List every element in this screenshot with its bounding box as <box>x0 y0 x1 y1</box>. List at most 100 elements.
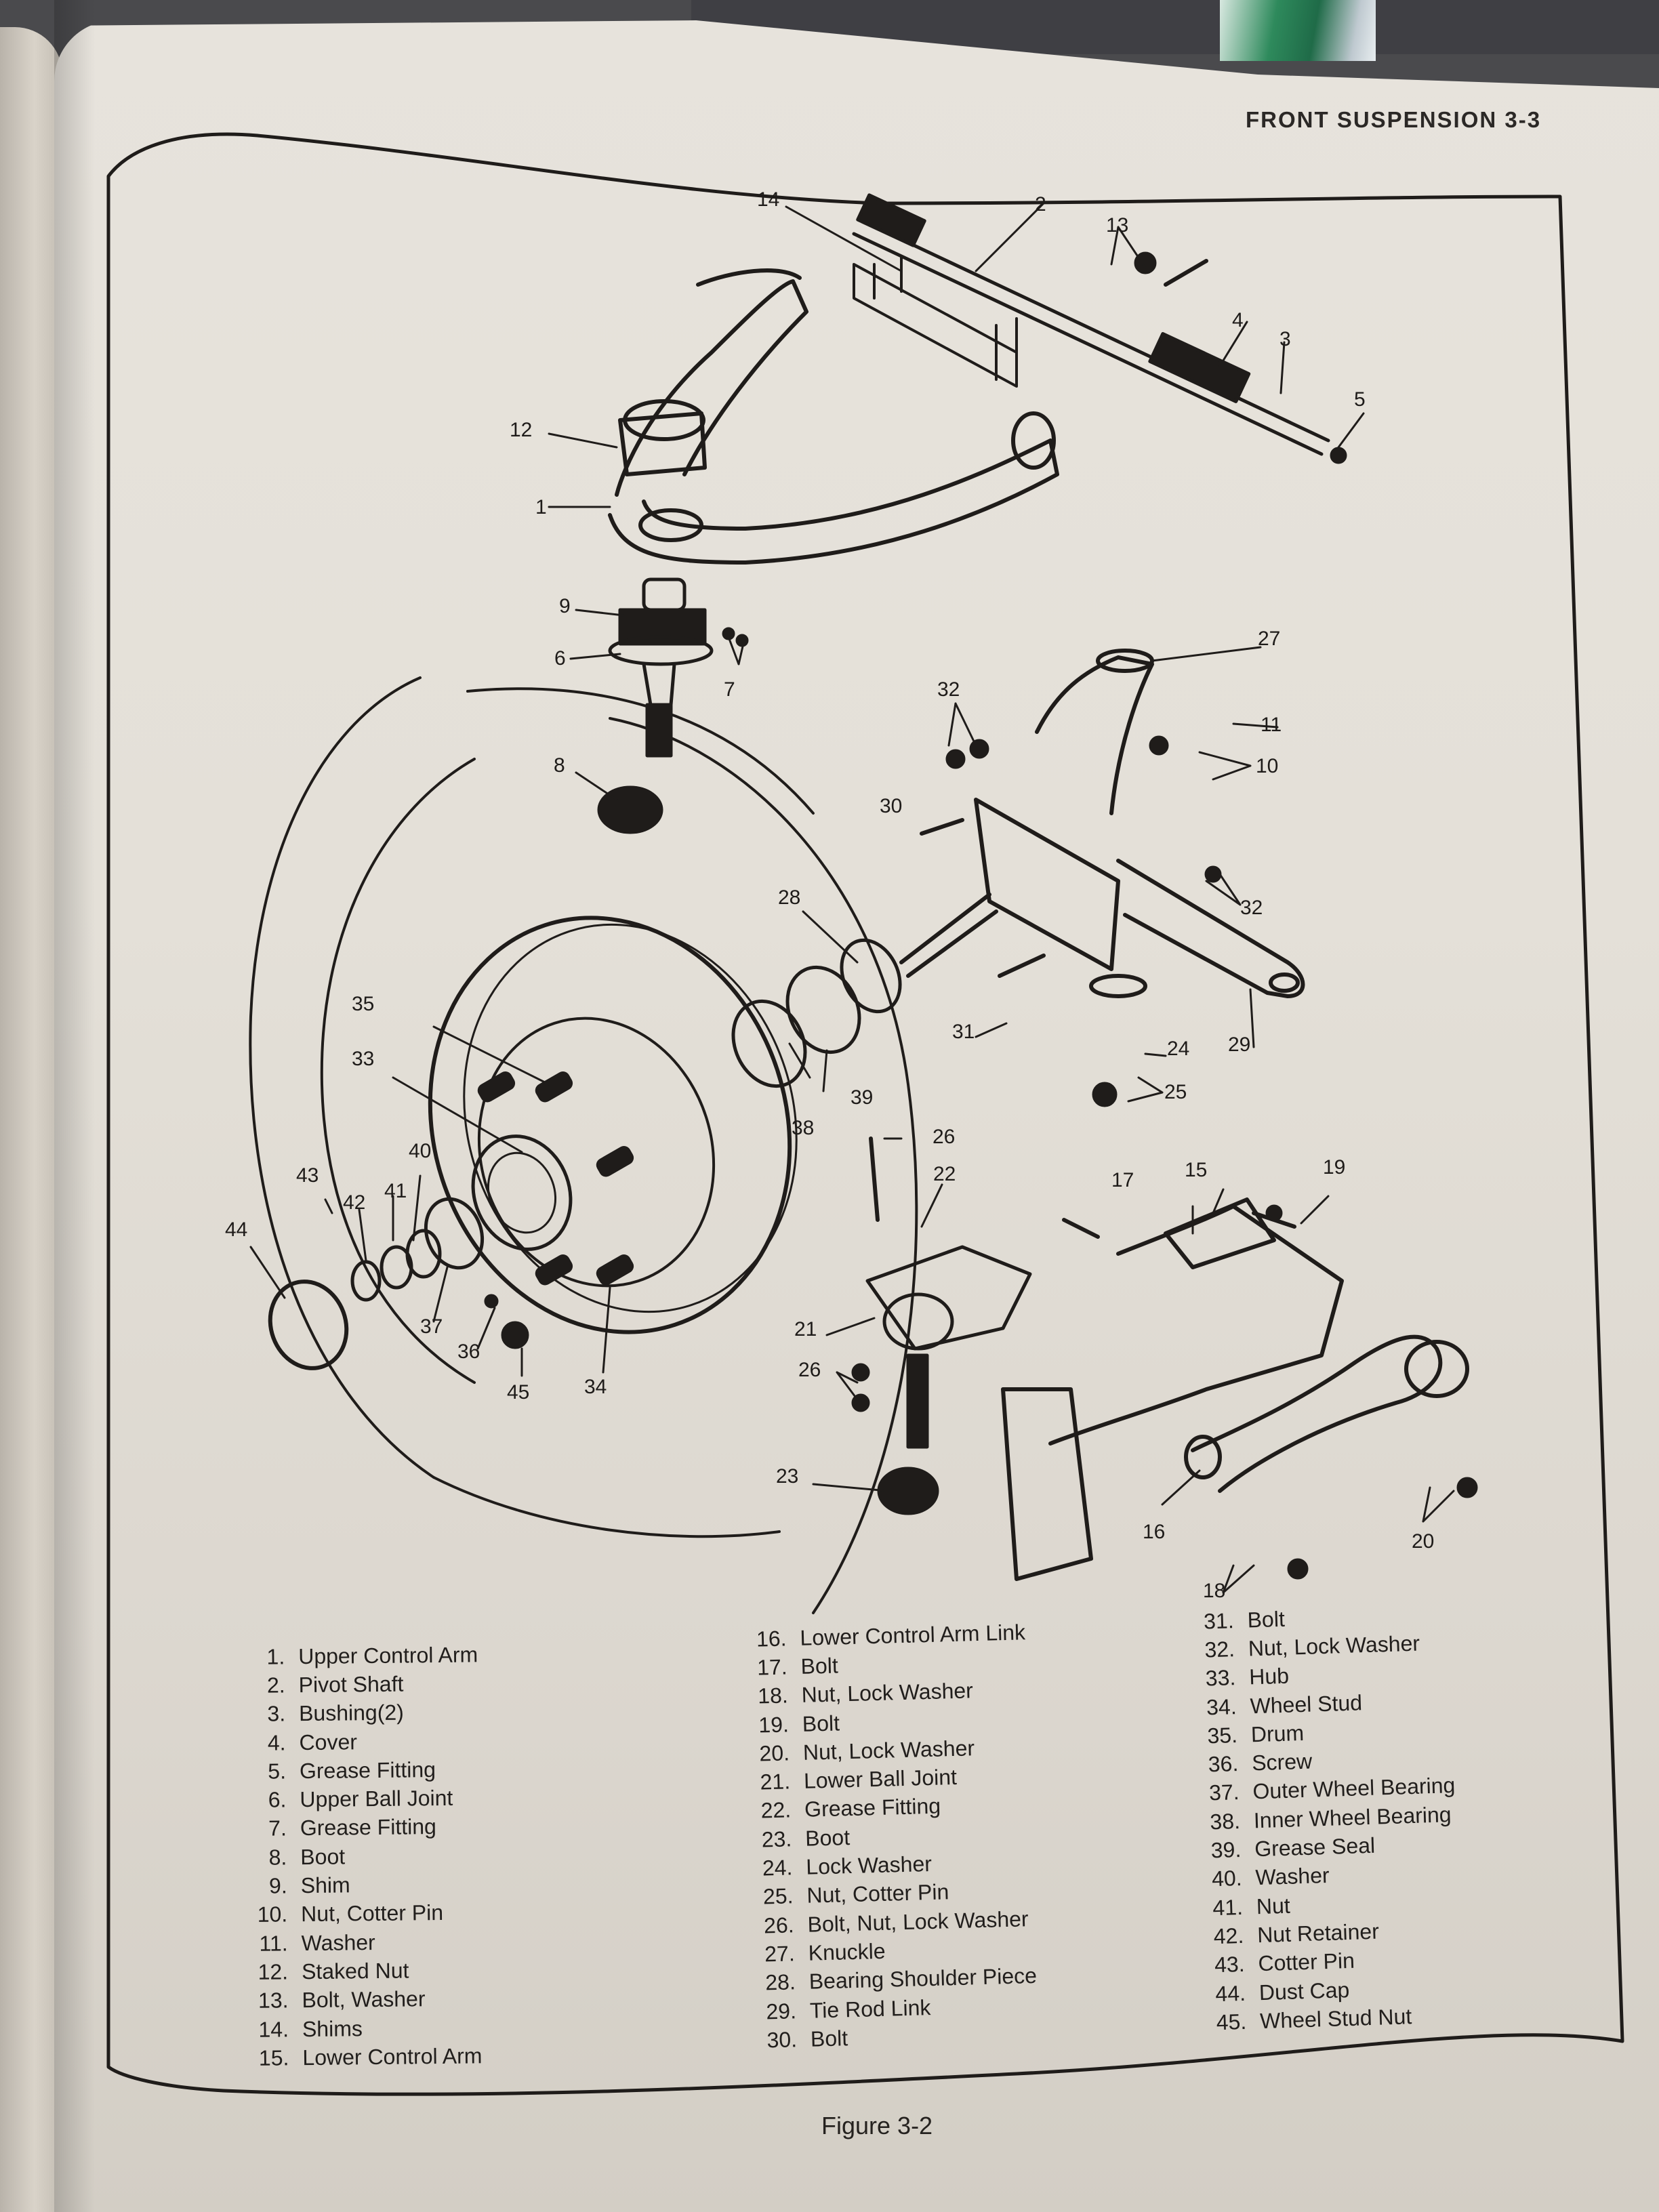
legend-label: Bearing Shoulder Piece <box>808 1963 1038 1994</box>
legend-number: 20. <box>759 1740 790 1766</box>
legend-item: 9.Shim <box>247 1870 480 1901</box>
legend-label: Knuckle <box>808 1938 886 1965</box>
legend-label: Boot <box>300 1844 346 1869</box>
legend-number: 5. <box>268 1759 287 1784</box>
callout-28: 28 <box>778 886 801 909</box>
legend-label: Nut, Cotter Pin <box>301 1900 444 1927</box>
legend-item: 3.Bushing(2) <box>245 1698 478 1729</box>
legend-label: Upper Ball Joint <box>300 1785 453 1812</box>
legend-label: Nut, Lock Washer <box>802 1736 975 1765</box>
callout-26-nut: 26 <box>798 1359 821 1381</box>
callout-23: 23 <box>776 1465 799 1488</box>
legend-number: 13. <box>258 1988 289 2013</box>
callout-32-upper: 32 <box>937 678 960 701</box>
callout-7: 7 <box>724 678 735 701</box>
legend-number: 27. <box>764 1941 796 1967</box>
legend-label: Upper Control Arm <box>298 1642 478 1668</box>
legend-number: 36. <box>1208 1751 1239 1777</box>
legend-item: 14.Shims <box>248 2013 482 2044</box>
callout-12: 12 <box>510 419 533 441</box>
callout-4: 4 <box>1232 309 1244 331</box>
legend-number: 29. <box>765 1998 797 2024</box>
legend-label: Pivot Shaft <box>298 1671 404 1698</box>
legend-number: 17. <box>756 1654 788 1680</box>
callout-45: 45 <box>507 1381 530 1404</box>
callout-30: 30 <box>880 795 903 817</box>
legend-label: Nut, Cotter Pin <box>806 1879 949 1908</box>
parts-legend-column-2: 16.Lower Control Arm Link 17.Bolt 18.Nut… <box>745 1618 1039 2055</box>
callout-27: 27 <box>1258 628 1281 650</box>
legend-label: Cover <box>299 1729 358 1755</box>
legend-number: 38. <box>1209 1808 1241 1835</box>
legend-number: 3. <box>267 1701 286 1726</box>
legend-item: 11.Washer <box>247 1927 480 1958</box>
legend-label: Tie Rod Link <box>809 1994 931 2023</box>
callout-13: 13 <box>1106 214 1129 237</box>
callout-44: 44 <box>225 1218 248 1241</box>
callout-8: 8 <box>554 754 565 777</box>
legend-item: 1.Upper Control Arm <box>244 1640 478 1671</box>
legend-number: 31. <box>1203 1607 1235 1634</box>
parts-legend-column-1: 1.Upper Control Arm 2.Pivot Shaft 3.Bush… <box>244 1640 483 2072</box>
legend-label: Shim <box>300 1872 350 1898</box>
legend-number: 6. <box>268 1787 287 1812</box>
legend-label: Wheel Stud Nut <box>1259 2003 1412 2033</box>
legend-number: 12. <box>258 1959 289 1984</box>
legend-number: 32. <box>1204 1637 1235 1662</box>
legend-label: Washer <box>301 1929 375 1955</box>
callout-24: 24 <box>1167 1038 1190 1060</box>
legend-label: Bolt <box>1247 1606 1286 1633</box>
legend-label: Grease Fitting <box>299 1757 436 1783</box>
legend-label: Nut Retainer <box>1256 1919 1380 1948</box>
legend-number: 33. <box>1205 1665 1236 1691</box>
legend-number: 19. <box>758 1711 790 1738</box>
callout-20: 20 <box>1412 1530 1435 1553</box>
parts-legend-column-3: 31.Bolt 32.Nut, Lock Washer 33.Hub 34.Wh… <box>1193 1599 1463 2037</box>
legend-number: 28. <box>764 1969 796 1995</box>
callout-19: 19 <box>1323 1156 1346 1179</box>
legend-label: Screw <box>1251 1748 1313 1776</box>
legend-label: Hub <box>1248 1663 1290 1689</box>
legend-label: Boot <box>804 1824 851 1851</box>
legend-label: Grease Fitting <box>804 1793 941 1822</box>
callout-14: 14 <box>757 188 780 211</box>
callout-9: 9 <box>559 595 571 617</box>
legend-item: 6. Upper Ball Joint <box>245 1784 479 1815</box>
legend-number: 22. <box>760 1797 792 1823</box>
callout-31: 31 <box>952 1021 975 1043</box>
legend-label: Washer <box>1255 1863 1330 1890</box>
callout-35: 35 <box>352 993 375 1015</box>
callout-6: 6 <box>554 647 566 670</box>
legend-number: 41. <box>1212 1894 1244 1920</box>
legend-number: 16. <box>756 1626 787 1652</box>
legend-number: 25. <box>762 1883 794 1909</box>
callout-38: 38 <box>792 1117 815 1139</box>
legend-number: 43. <box>1214 1952 1246 1978</box>
legend-label: Nut, Lock Washer <box>1248 1631 1420 1661</box>
legend-number: 42. <box>1213 1923 1244 1949</box>
legend-number: 30. <box>766 2027 798 2053</box>
legend-number: 45. <box>1216 2009 1247 2034</box>
legend-number: 18. <box>757 1683 789 1708</box>
callout-43: 43 <box>296 1164 319 1187</box>
callout-37: 37 <box>420 1315 443 1338</box>
legend-label: Nut, Lock Washer <box>801 1678 974 1708</box>
callout-15: 15 <box>1185 1159 1208 1181</box>
callout-36: 36 <box>457 1340 480 1363</box>
legend-item: 10. Nut, Cotter Pin <box>247 1898 480 1929</box>
legend-number: 37. <box>1208 1780 1240 1805</box>
legend-label: Lower Ball Joint <box>803 1765 958 1793</box>
callout-3: 3 <box>1279 328 1291 350</box>
callout-40: 40 <box>409 1140 432 1162</box>
callout-16: 16 <box>1143 1521 1166 1543</box>
callout-33: 33 <box>352 1048 375 1070</box>
callout-2: 2 <box>1035 193 1046 216</box>
legend-number: 39. <box>1210 1837 1242 1863</box>
legend-label: Lock Washer <box>805 1851 933 1879</box>
callout-26-bolt: 26 <box>933 1126 956 1148</box>
callout-39: 39 <box>851 1086 874 1109</box>
legend-number: 10. <box>257 1902 288 1927</box>
figure-caption: Figure 3-2 <box>821 2112 933 2139</box>
legend-label: Shims <box>302 2015 363 2041</box>
legend-label: Drum <box>1250 1720 1305 1747</box>
